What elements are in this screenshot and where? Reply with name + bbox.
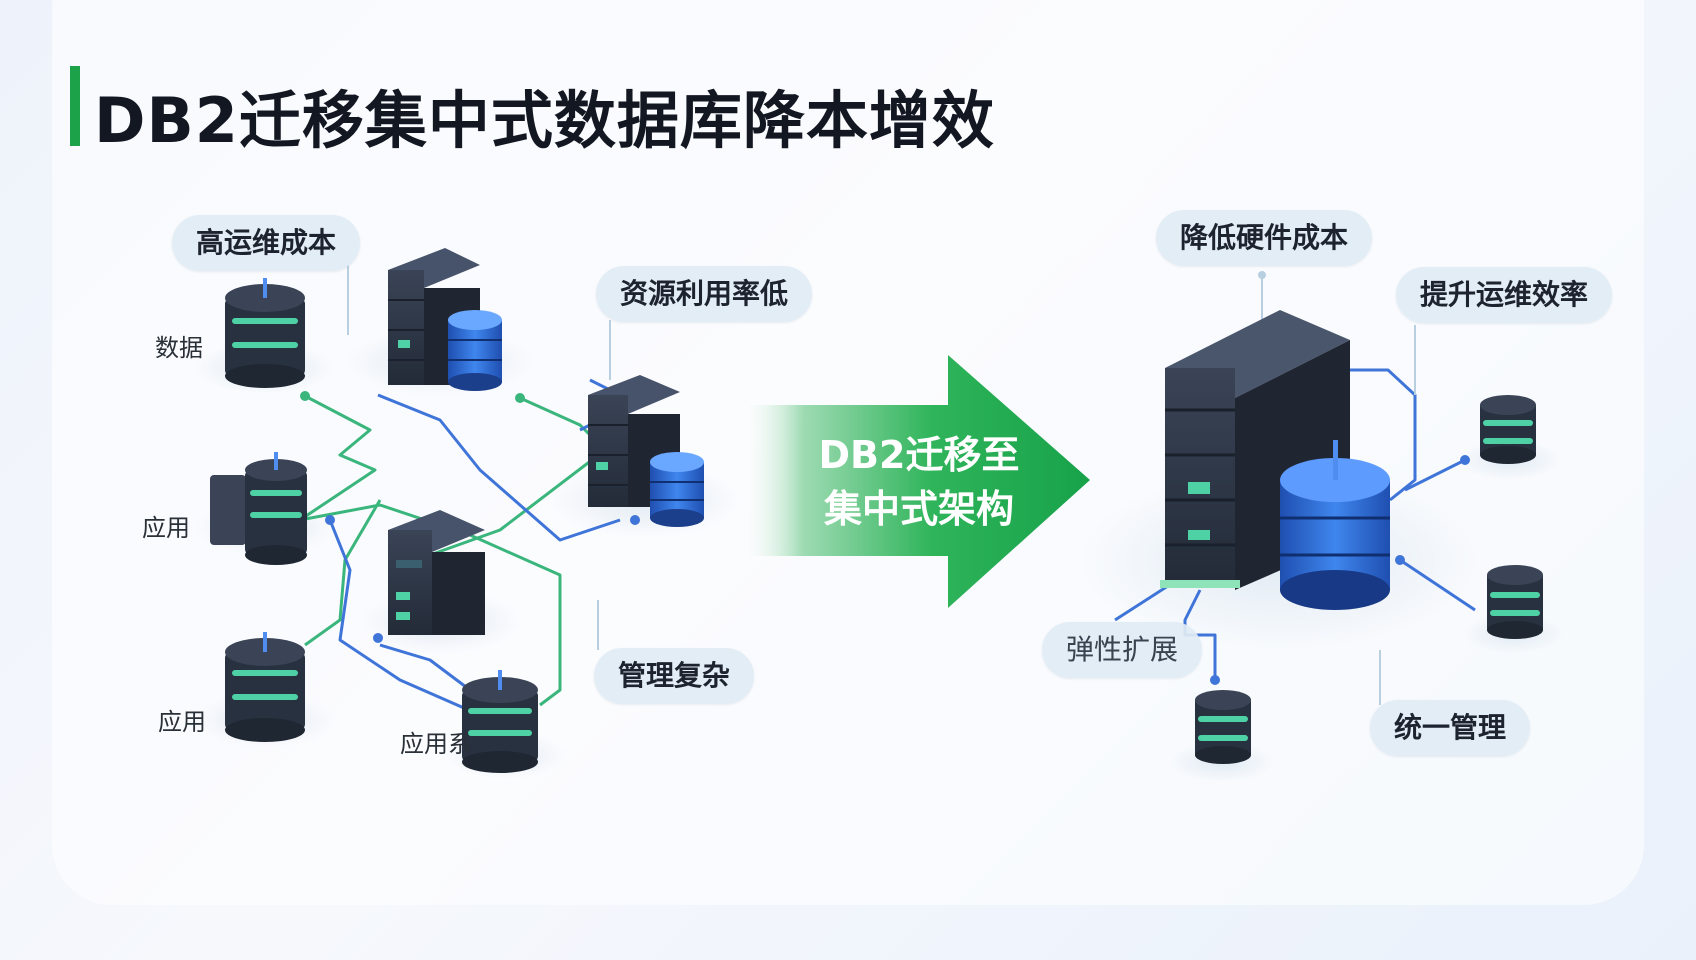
- blue-database-top: [448, 310, 502, 391]
- title-accent-bar: [70, 66, 80, 146]
- database-node-app-3: [462, 670, 538, 773]
- label-elastic-scaling: 弹性扩展: [1042, 622, 1203, 678]
- node-label-app-2: 应用: [158, 708, 206, 736]
- small-database-1: [1480, 395, 1536, 464]
- label-low-utilization: 资源利用率低: [596, 266, 813, 322]
- node-label-app-1: 应用: [142, 514, 190, 542]
- page-title: DB2迁移集中式数据库降本增效: [94, 84, 995, 157]
- label-improve-ops-efficiency: 提升运维效率: [1396, 267, 1613, 323]
- label-complex-management: 管理复杂: [594, 648, 755, 704]
- centralized-database: [1280, 440, 1390, 610]
- link-line: [328, 519, 481, 717]
- right-network-lines: [1114, 271, 1476, 705]
- link-line: [1399, 558, 1476, 612]
- blue-database-middle: [650, 452, 704, 527]
- small-database-3: [1195, 690, 1251, 764]
- migration-arrow-label: DB2迁移至 集中式架构: [808, 428, 1030, 536]
- database-node-data: [225, 278, 305, 388]
- link-line: [299, 503, 562, 707]
- server-rack-center: [388, 510, 485, 635]
- link-line: [299, 394, 377, 522]
- link-line: [304, 499, 382, 647]
- small-database-2: [1487, 565, 1543, 639]
- centralized-server: [1160, 310, 1350, 590]
- label-reduce-hardware-cost: 降低硬件成本: [1156, 210, 1373, 266]
- link-line: [1404, 458, 1466, 492]
- database-node-app-2: [225, 632, 305, 742]
- label-high-ops-cost: 高运维成本: [172, 215, 361, 271]
- link-line: [379, 643, 471, 692]
- left-network-lines: [299, 265, 640, 717]
- migration-arrow-line-2: 集中式架构: [823, 487, 1014, 531]
- node-label-app-3: 应用系: [400, 730, 472, 758]
- link-line: [377, 393, 621, 542]
- database-node-app-1: [210, 452, 307, 565]
- node-label-data: 数据: [155, 334, 203, 362]
- migration-arrow: [740, 355, 1090, 608]
- label-unified-management: 统一管理: [1370, 700, 1531, 756]
- migration-arrow-line-1: DB2迁移至: [818, 433, 1020, 477]
